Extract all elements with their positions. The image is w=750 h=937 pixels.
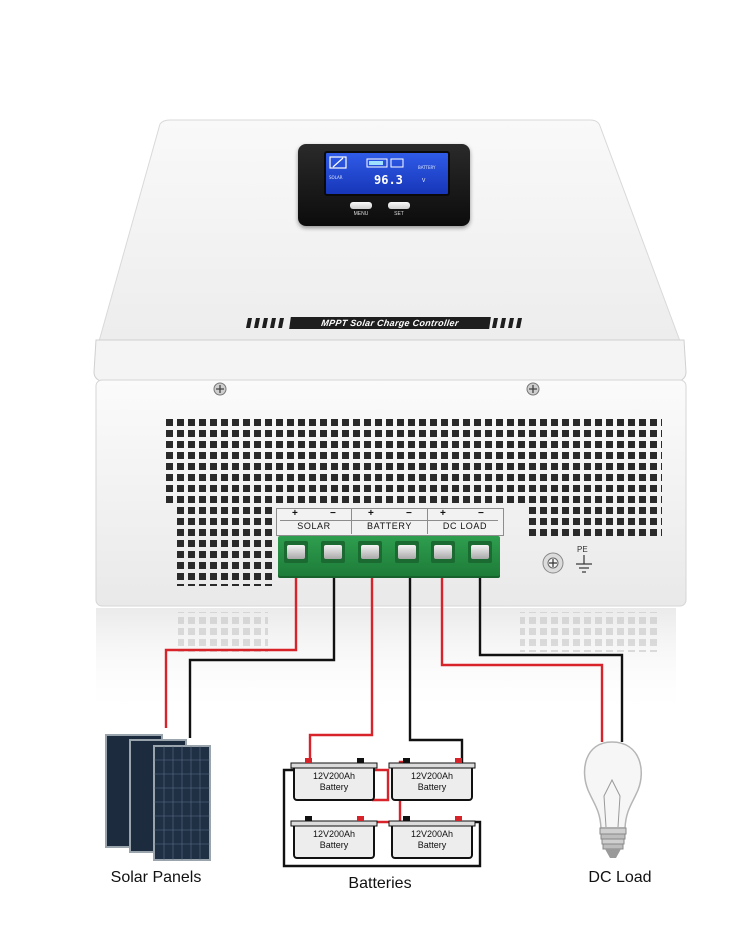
battery-name: Battery [417, 782, 447, 792]
caption-dc-load: DC Load [588, 869, 652, 886]
terminal-screw-battery-plus[interactable] [358, 541, 382, 563]
menu-button-label: MENU [353, 211, 369, 217]
battery-bank-illustration [290, 758, 476, 859]
caption-batteries: Batteries [348, 875, 412, 892]
menu-button[interactable] [350, 202, 372, 209]
terminal-screw-load-minus[interactable] [468, 541, 492, 563]
lcd-label-battery: BATTERY [418, 165, 436, 170]
product-banner: MPPT Solar Charge Controller [289, 317, 491, 329]
set-button-label: SET [394, 211, 404, 217]
battery-4: 12V200Ah Battery [392, 829, 472, 851]
battery-minus-sign: − [406, 508, 412, 519]
lid-edge [93, 339, 687, 383]
lcd-label-solar: SOLAR [329, 175, 343, 180]
terminal-label-battery: BATTERY [367, 521, 412, 531]
top-face [95, 119, 685, 353]
terminal-label-panel [276, 508, 504, 536]
battery-rating: 12V200Ah [410, 771, 454, 781]
load-minus-sign: − [478, 508, 484, 519]
vent-grille-right-top [618, 416, 662, 504]
battery-plus-sign: + [368, 508, 374, 519]
terminal-screw-battery-minus[interactable] [395, 541, 419, 563]
battery-1: 12V200Ah Battery [294, 771, 374, 793]
vent-grille-right [526, 504, 662, 538]
battery-rating: 12V200Ah [312, 829, 356, 839]
battery-2: 12V200Ah Battery [392, 771, 472, 793]
ground-symbol-icon [576, 555, 592, 573]
battery-3: 12V200Ah Battery [294, 829, 374, 851]
solar-plus-sign: + [292, 508, 298, 519]
vent-grille-upper [166, 416, 618, 504]
set-button[interactable] [388, 202, 410, 209]
terminal-label-solar: SOLAR [297, 521, 331, 531]
vent-reflection [178, 612, 268, 652]
battery-rating: 12V200Ah [312, 771, 356, 781]
load-plus-sign: + [440, 508, 446, 519]
terminal-screw-load-plus[interactable] [431, 541, 455, 563]
battery-rating: 12V200Ah [410, 829, 454, 839]
lcd-unit: V [422, 178, 426, 184]
wiring [164, 578, 624, 868]
ground-label: PE [577, 545, 588, 554]
lcd-display: SOLAR BATTERY 96.3 V [324, 151, 450, 196]
battery-name: Battery [319, 782, 349, 792]
battery-name: Battery [417, 840, 447, 850]
solar-minus-sign: − [330, 508, 336, 519]
caption-solar-panels: Solar Panels [110, 869, 202, 886]
light-bulb-icon [583, 741, 642, 858]
solar-panels-illustration [105, 734, 211, 861]
battery-name: Battery [319, 840, 349, 850]
banner-stripes [246, 318, 522, 328]
terminal-label-dc-load: DC LOAD [442, 521, 488, 531]
solar-status-icon [329, 156, 347, 169]
terminal-screw-solar-plus[interactable] [284, 541, 308, 563]
vent-grille-left [177, 504, 276, 586]
terminal-screw-solar-minus[interactable] [321, 541, 345, 563]
terminal-block [278, 536, 500, 578]
vent-reflection [520, 612, 660, 652]
battery-level-icon [366, 158, 404, 168]
lcd-reading: 96.3 [374, 173, 403, 187]
